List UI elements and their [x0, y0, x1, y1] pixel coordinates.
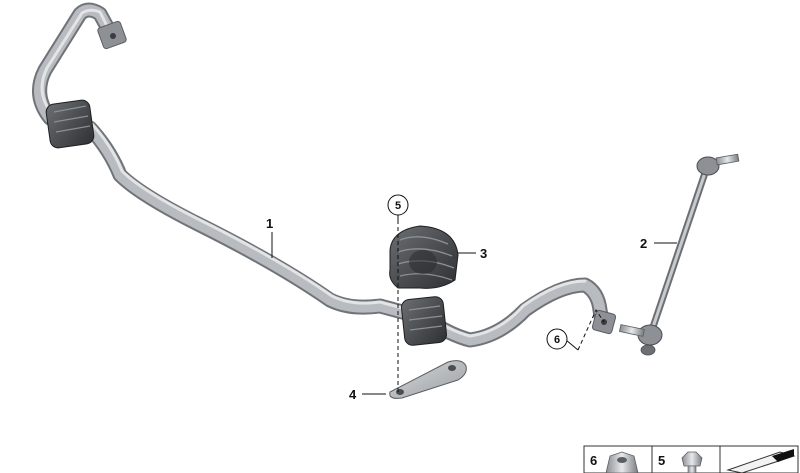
- nut-icon: [605, 451, 639, 473]
- bushing-right: [401, 296, 447, 346]
- bushing-part-3: [389, 225, 459, 289]
- stabilizer-link-part-2: [618, 153, 740, 356]
- assembly-line-right: [577, 308, 605, 351]
- callout-5: 5: [395, 200, 401, 212]
- callout-2: 2: [640, 236, 647, 251]
- legend-label-5: 5: [658, 453, 665, 468]
- mounting-plate-part-4: [389, 360, 467, 399]
- bushing-left: [45, 99, 95, 149]
- leader-6: [565, 339, 579, 351]
- stabilizer-bar: [32, 2, 617, 348]
- plate-icon: [726, 449, 796, 473]
- callout-6-circle: [546, 328, 568, 350]
- callout-5-circle: [387, 194, 409, 216]
- callout-4: 4: [349, 387, 357, 402]
- callout-1: 1: [266, 216, 273, 231]
- fastener-legend: 6 5: [583, 445, 799, 473]
- bolt-icon: [681, 451, 703, 473]
- callout-3: 3: [480, 246, 487, 261]
- legend-label-6: 6: [590, 453, 597, 468]
- callout-6: 6: [554, 334, 560, 346]
